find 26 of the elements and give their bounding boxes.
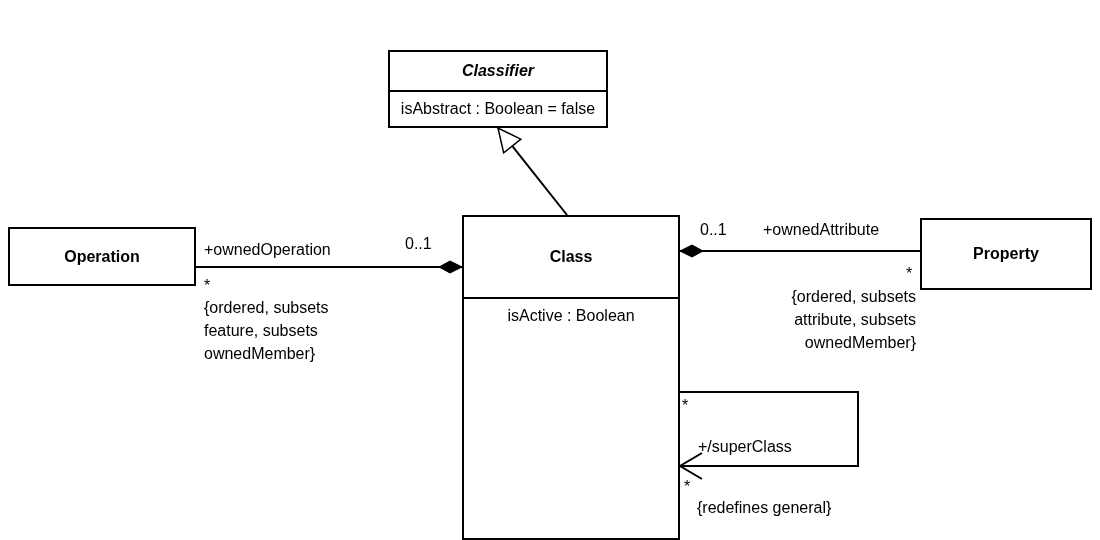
role-name: +ownedAttribute <box>763 220 880 240</box>
constraint-text: {redefines general} <box>697 498 832 518</box>
class-name: Classifier <box>461 62 534 80</box>
multiplicity: * <box>682 396 689 416</box>
class-box <box>388 50 608 128</box>
attribute-text: isActive : Boolean <box>507 307 635 324</box>
multiplicity: 0..1 <box>700 220 727 240</box>
constraint-text: {ordered, subsets attribute, subsets ownedMember} <box>790 287 916 353</box>
class-name: Class <box>549 248 593 266</box>
attribute-text: isAbstract : Boolean = false <box>400 100 596 117</box>
multiplicity: * <box>906 264 913 284</box>
constraint-text: {ordered, subsets feature, subsets ownedMember} <box>204 298 330 364</box>
composition-line <box>679 244 921 258</box>
composition-line <box>195 260 463 274</box>
multiplicity: * <box>684 477 691 497</box>
role-name: +ownedOperation <box>204 240 331 260</box>
multiplicity: * <box>204 276 211 296</box>
multiplicity: 0..1 <box>405 234 432 254</box>
class-box <box>920 218 1092 290</box>
class-box <box>8 227 196 286</box>
association-arrow <box>679 391 859 480</box>
generalization-arrow <box>497 127 568 216</box>
class-name: Property <box>973 245 1039 263</box>
role-name: +/superClass <box>698 437 792 457</box>
class-name: Operation <box>64 247 140 266</box>
class-box <box>462 215 680 540</box>
